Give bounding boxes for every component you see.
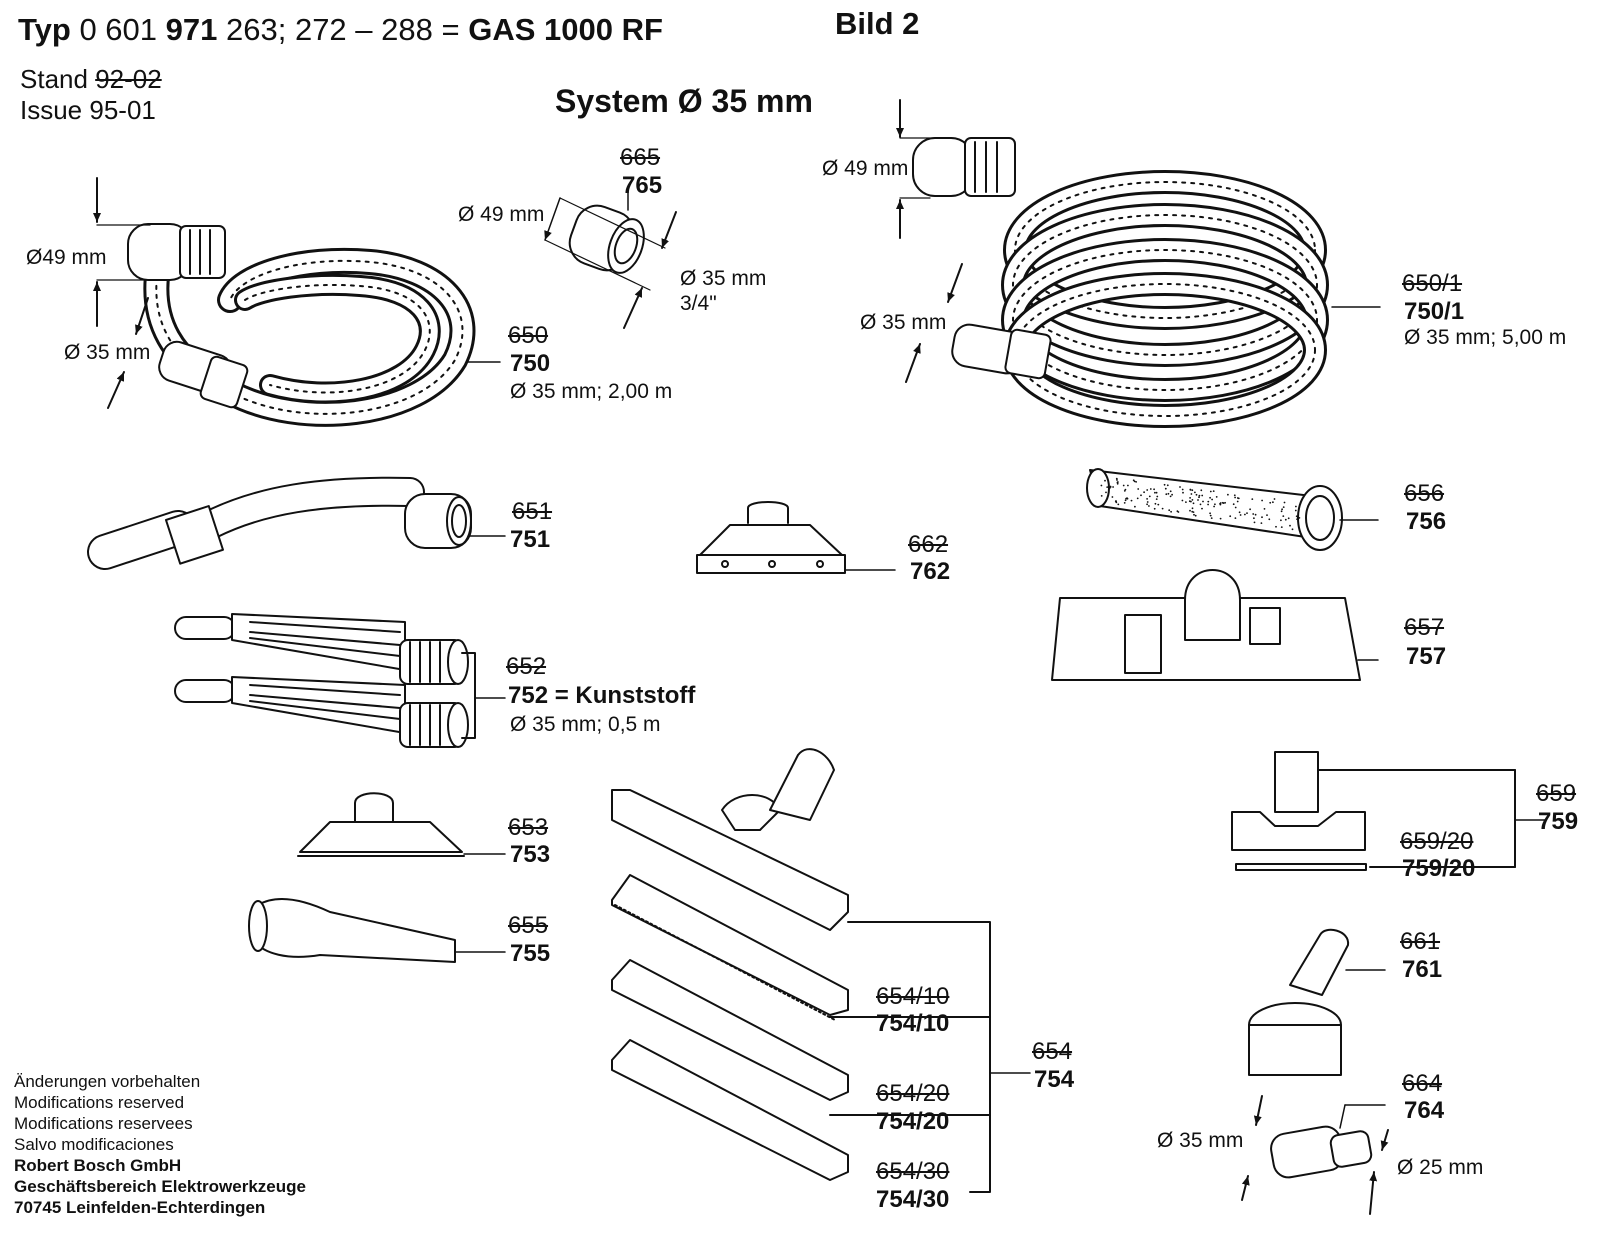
- part-old-662: 662: [908, 531, 949, 558]
- dim-inch-adapter: 3/4": [680, 292, 717, 315]
- part-old-665: 665: [620, 144, 661, 171]
- nozzle-762-drawing: [696, 501, 896, 574]
- round-brush-761-drawing: [1248, 928, 1386, 1076]
- footer-note-es: Salvo modificaciones: [14, 1135, 174, 1154]
- part-752-line: 752 = Kunststoff: [508, 684, 695, 708]
- footer-note-en: Modifications reserved: [14, 1093, 185, 1112]
- part-old-650-1: 650/1: [1402, 270, 1463, 297]
- part-old-650: 650: [508, 322, 549, 349]
- part-new-751: 751: [510, 526, 551, 553]
- dim-49-short-hose: Ø49 mm: [26, 246, 107, 269]
- dim-35-short-hose: Ø 35 mm: [64, 341, 151, 364]
- part-new-754-10: 754/10: [876, 1010, 950, 1037]
- part-new-764: 764: [1404, 1097, 1445, 1124]
- part-old-659: 659: [1536, 780, 1577, 807]
- part-new-754-30: 754/30: [876, 1186, 950, 1213]
- dim-25-reducer: Ø 25 mm: [1397, 1156, 1484, 1179]
- footer-address: 70745 Leinfelden-Echterdingen: [14, 1198, 266, 1217]
- dim-49-adapter: Ø 49 mm: [458, 203, 545, 226]
- part-old-654-10: 654/10: [876, 983, 950, 1010]
- footer-note-de: Änderungen vorbehalten: [14, 1072, 201, 1091]
- crevice-756-drawing: [1086, 468, 1379, 551]
- part-old-661: 661: [1400, 928, 1441, 955]
- part-new-755: 755: [510, 940, 551, 967]
- part-old-657: 657: [1404, 614, 1445, 641]
- footer-division: Geschäftsbereich Elektrowerkzeuge: [14, 1177, 306, 1196]
- typ-equals: =: [441, 12, 460, 47]
- part-new-752: 752: [508, 682, 549, 709]
- part-new-754-20: 754/20: [876, 1108, 950, 1135]
- part-new-756: 756: [1406, 508, 1447, 535]
- system-title: System Ø 35 mm: [555, 83, 813, 119]
- model-name: GAS 1000 RF: [468, 12, 663, 47]
- typ-prefix: 0 601: [79, 12, 158, 47]
- figure-label: Bild 2: [835, 6, 920, 41]
- part-new-761: 761: [1402, 956, 1443, 983]
- typ-label: Typ: [18, 12, 71, 47]
- stand-line: Stand 92-02: [20, 66, 162, 92]
- crevice-756-dots: [1100, 477, 1301, 531]
- part-new-765: 765: [622, 172, 663, 199]
- part-spec-752: Ø 35 mm; 0,5 m: [510, 713, 661, 736]
- part-old-654: 654: [1032, 1038, 1073, 1065]
- footer-notes: Änderungen vorbehalten Modifications res…: [14, 1071, 314, 1218]
- extension-tubes-752-drawing: [174, 613, 506, 748]
- footer-company: Robert Bosch GmbH: [14, 1156, 182, 1175]
- part-new-757: 757: [1406, 643, 1447, 670]
- part-old-653: 653: [508, 814, 549, 841]
- part-old-654-20: 654/20: [876, 1080, 950, 1107]
- dim-35-reducer: Ø 35 mm: [1157, 1129, 1244, 1152]
- reducer-764-drawing: [1241, 1095, 1389, 1215]
- typ-bold: 971: [165, 12, 218, 47]
- part-new-753: 753: [510, 841, 551, 868]
- part-old-652: 652: [506, 653, 547, 680]
- upholstery-759-drawing: [1231, 751, 1546, 871]
- floor-nozzle-757-drawing: [1051, 569, 1379, 681]
- part-old-654-30: 654/30: [876, 1158, 950, 1185]
- stand-label: Stand: [20, 64, 88, 94]
- dim-35-adapter: Ø 35 mm: [680, 267, 767, 290]
- part-old-664: 664: [1402, 1070, 1443, 1097]
- typ-range: 263; 272 – 288: [226, 12, 433, 47]
- part-old-656: 656: [1404, 480, 1445, 507]
- issue-label: Issue: [20, 95, 83, 125]
- part-material-752: = Kunststoff: [554, 682, 696, 709]
- header-type-line: Typ 0 601 971 263; 272 – 288 = GAS 1000 …: [18, 14, 663, 45]
- part-new-759-20: 759/20: [1402, 855, 1476, 882]
- stand-old-value: 92-02: [95, 64, 162, 94]
- dim-49-long-hose: Ø 49 mm: [822, 157, 909, 180]
- part-new-754: 754: [1034, 1066, 1075, 1093]
- part-new-762: 762: [910, 558, 951, 585]
- nozzle-753-drawing: [297, 792, 506, 857]
- part-old-659-20: 659/20: [1400, 828, 1474, 855]
- hose-short-drawing: [93, 177, 501, 427]
- hose-long-drawing: [896, 99, 1381, 428]
- adapter-765-drawing: [544, 186, 677, 329]
- part-old-651: 651: [512, 498, 553, 525]
- part-old-655: 655: [508, 912, 549, 939]
- part-new-750-1: 750/1: [1404, 298, 1465, 325]
- part-spec-750-1: Ø 35 mm; 5,00 m: [1404, 326, 1567, 349]
- part-new-759: 759: [1538, 808, 1579, 835]
- issue-line: Issue 95-01: [20, 97, 156, 123]
- brush-set-754-drawing: [611, 748, 1031, 1193]
- issue-value: 95-01: [89, 95, 156, 125]
- footer-note-fr: Modifications reservees: [14, 1114, 193, 1133]
- crevice-755-drawing: [248, 898, 506, 963]
- dim-35-long-hose: Ø 35 mm: [860, 311, 947, 334]
- part-new-750: 750: [510, 350, 551, 377]
- part-spec-750: Ø 35 mm; 2,00 m: [510, 380, 673, 403]
- bent-tube-751-drawing: [87, 476, 506, 570]
